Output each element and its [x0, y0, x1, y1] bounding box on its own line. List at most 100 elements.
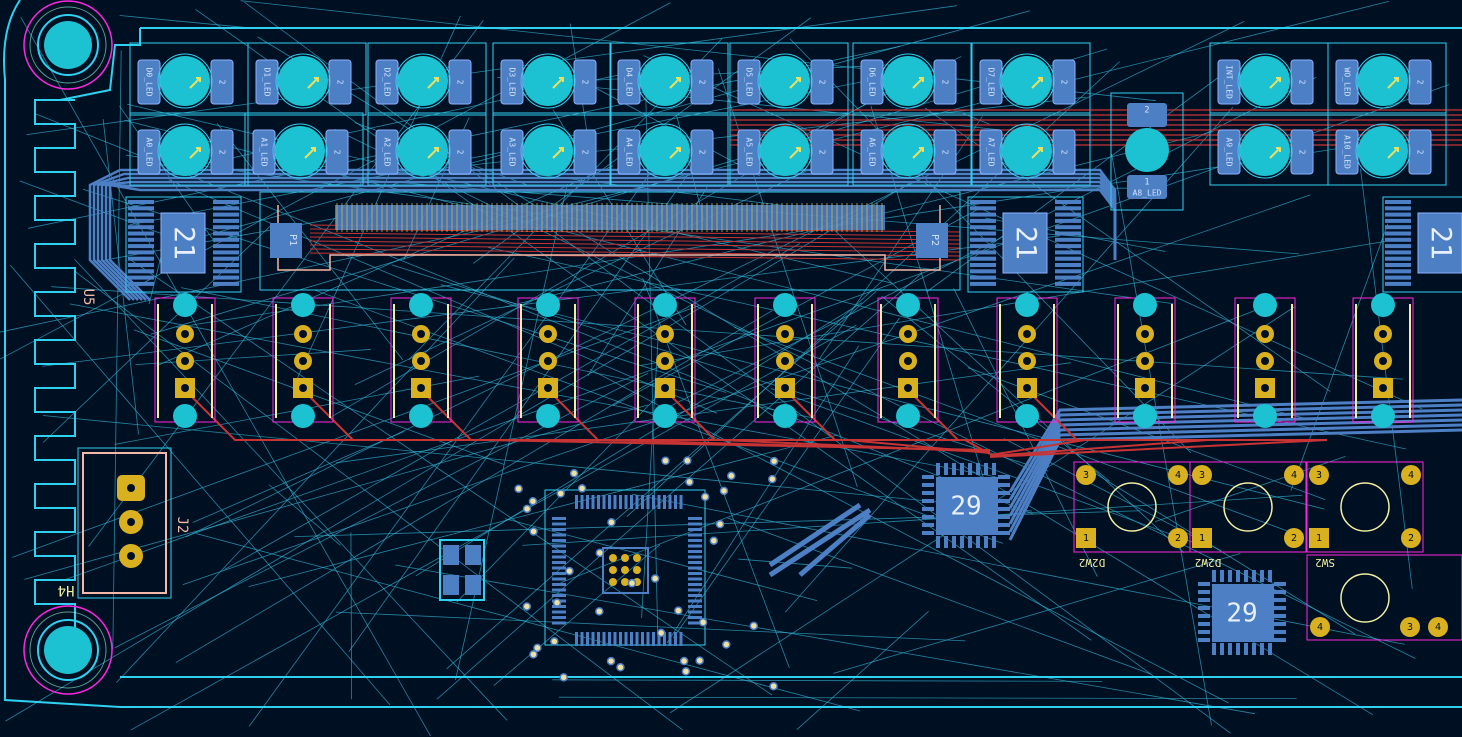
led-pad-2[interactable] [1052, 129, 1076, 175]
ic-pin[interactable] [1274, 590, 1286, 594]
pin-header[interactable] [154, 293, 216, 428]
mcu-pin[interactable] [552, 533, 566, 537]
ic-pin[interactable] [1212, 570, 1216, 582]
mcu-pin[interactable] [646, 632, 650, 646]
ic-pin[interactable] [1274, 598, 1286, 602]
ic-pin[interactable] [1055, 250, 1081, 255]
mcu-pin[interactable] [602, 632, 606, 646]
ic-pin[interactable] [970, 206, 996, 211]
ic-pin[interactable] [1385, 256, 1411, 261]
microcontroller[interactable] [544, 489, 706, 646]
ic-pin[interactable] [922, 523, 934, 527]
mcu-pin[interactable] [652, 632, 655, 646]
switch-pad[interactable] [1168, 465, 1188, 485]
ic-21[interactable]: 21 [125, 196, 242, 293]
ic-pin[interactable] [1198, 606, 1210, 610]
led-pad-2[interactable] [690, 59, 714, 105]
ic-pin[interactable] [970, 269, 996, 274]
ic-pin[interactable] [944, 536, 948, 548]
led-pad-1[interactable] [860, 59, 884, 105]
switch-pad[interactable] [1401, 465, 1421, 485]
ic-pin[interactable] [976, 463, 980, 475]
ic-pin[interactable] [1198, 614, 1210, 618]
ic-pin[interactable] [1385, 237, 1411, 242]
ic-pin[interactable] [213, 237, 239, 242]
mcu-pin[interactable] [552, 539, 566, 542]
ic-pin[interactable] [922, 475, 934, 479]
ic-pin[interactable] [952, 536, 956, 548]
ic-pin[interactable] [1055, 206, 1081, 211]
mcu-pin[interactable] [688, 539, 702, 542]
mcu-pin[interactable] [613, 495, 617, 509]
ic-pin[interactable] [998, 491, 1010, 495]
mcu-pin[interactable] [688, 588, 702, 592]
ic-pin[interactable] [1274, 622, 1286, 626]
mcu-pin[interactable] [688, 621, 702, 625]
mcu-pin[interactable] [688, 561, 702, 564]
mcu-pin[interactable] [619, 495, 622, 509]
mcu-pin[interactable] [624, 495, 628, 509]
pin-header[interactable] [634, 293, 696, 428]
ic-pin[interactable] [1228, 570, 1232, 582]
switch-pad[interactable] [1309, 465, 1329, 485]
mcu-pin[interactable] [552, 555, 566, 559]
ic-pin[interactable] [1055, 269, 1081, 274]
ic-pin[interactable] [1198, 622, 1210, 626]
mcu-pin[interactable] [552, 610, 566, 614]
switch-pad-1[interactable] [1076, 528, 1096, 548]
ic-pin[interactable] [1252, 570, 1256, 582]
ic-pin[interactable] [922, 491, 934, 495]
mcu-pin[interactable] [608, 632, 611, 646]
led-pad-1[interactable] [252, 129, 276, 175]
mcu-pin[interactable] [552, 550, 566, 553]
led-pad-2[interactable] [1408, 59, 1432, 105]
ic-pin[interactable] [1252, 643, 1256, 655]
mcu-pin[interactable] [552, 528, 566, 531]
ic-pin[interactable] [128, 244, 154, 249]
ic-pin[interactable] [960, 536, 964, 548]
ic-pin[interactable] [128, 269, 154, 274]
ic-pin[interactable] [1385, 231, 1411, 236]
ic-pin[interactable] [213, 200, 239, 204]
mcu-pin[interactable] [597, 495, 600, 509]
mcu-pin[interactable] [624, 632, 628, 646]
ic-pin[interactable] [213, 256, 239, 261]
ic-pin[interactable] [128, 200, 154, 204]
ic-pin[interactable] [128, 281, 154, 286]
mcu-pin[interactable] [619, 632, 622, 646]
mcu-pin[interactable] [688, 528, 702, 531]
ic-pin[interactable] [936, 536, 940, 548]
switch-pad[interactable] [1168, 528, 1188, 548]
ic-pin[interactable] [1268, 643, 1272, 655]
ic-pin[interactable] [213, 225, 239, 230]
led-pad-2[interactable] [810, 129, 834, 175]
mcu-pin[interactable] [580, 495, 584, 509]
ic-pin[interactable] [1055, 263, 1081, 267]
pin-header[interactable] [996, 293, 1058, 428]
switch-pad[interactable] [1401, 528, 1421, 548]
ic-pin[interactable] [1198, 582, 1210, 586]
mcu-pin[interactable] [657, 632, 661, 646]
mcu-pin[interactable] [552, 517, 566, 520]
ic-pin[interactable] [1198, 638, 1210, 642]
ic-pin[interactable] [128, 263, 154, 267]
ic-pin[interactable] [992, 536, 996, 548]
mcu-pin[interactable] [663, 632, 666, 646]
mcu-pin[interactable] [575, 632, 578, 646]
ic-pin[interactable] [970, 275, 996, 280]
mcu-pin[interactable] [646, 495, 650, 509]
mcu-pin[interactable] [608, 495, 611, 509]
ic-pin[interactable] [922, 531, 934, 535]
led-pad-2[interactable] [1052, 59, 1076, 105]
mcu-pin[interactable] [586, 632, 589, 646]
ic-pin[interactable] [1055, 237, 1081, 242]
ic-pin[interactable] [1055, 256, 1081, 261]
mcu-pin[interactable] [552, 594, 566, 597]
ic-pin[interactable] [970, 200, 996, 204]
